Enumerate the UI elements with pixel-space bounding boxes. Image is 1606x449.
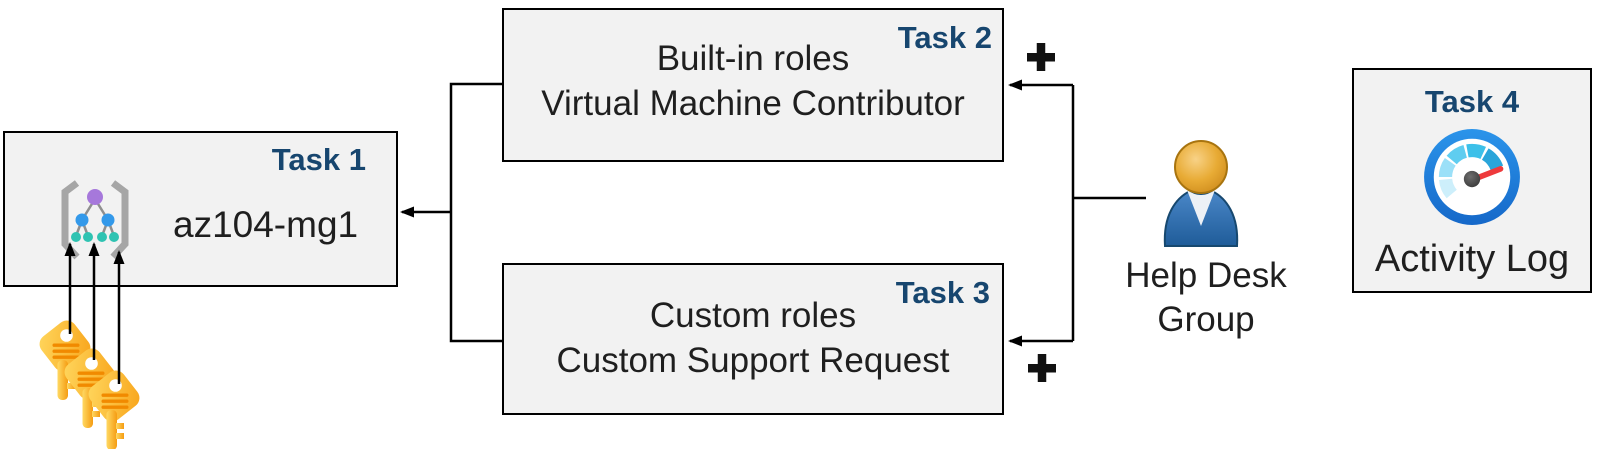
task4-caption: Activity Log	[1374, 238, 1570, 280]
gauge-hub	[1463, 170, 1481, 188]
gauge-arc-segments	[1438, 143, 1504, 199]
keys-icon	[35, 316, 144, 449]
mg-child-node	[101, 213, 115, 227]
mg-leaf-node	[71, 232, 81, 242]
task3-label: Task 3	[895, 275, 990, 310]
plus-icon	[1027, 43, 1055, 71]
task1-label: Task 1	[271, 142, 366, 177]
mg-tree	[71, 189, 119, 242]
task2-label: Task 2	[897, 20, 992, 55]
user-head	[1174, 140, 1228, 194]
help-desk-group	[1151, 136, 1251, 248]
task3-line2: Custom Support Request	[556, 341, 950, 380]
management-group-icon	[61, 180, 129, 260]
mg-leaf-node	[97, 232, 107, 242]
task2-line2: Virtual Machine Contributor	[541, 84, 965, 123]
mg-child-node	[75, 213, 89, 227]
user-body	[1163, 189, 1239, 247]
task2-line1: Built-in roles	[656, 39, 850, 78]
mg-leaf-node	[83, 232, 93, 242]
bracket-left	[61, 180, 80, 260]
task3-box: Task 3 Custom roles Custom Support Reque…	[502, 263, 1004, 415]
help-desk-line2: Group	[1157, 300, 1255, 339]
help-desk-label: Help Desk Group	[1101, 254, 1311, 342]
gauge-icon	[1424, 129, 1520, 225]
task2-box: Task 2 Built-in roles Virtual Machine Co…	[502, 8, 1004, 162]
task3-line1: Custom roles	[649, 296, 857, 335]
mg-root-node	[87, 189, 103, 205]
task4-label: Task 4	[1424, 84, 1520, 119]
plus-icon	[1028, 354, 1056, 382]
help-desk-line1: Help Desk	[1125, 256, 1287, 295]
task4-box: Task 4 Activity Log	[1352, 68, 1592, 293]
bracket-right	[110, 180, 129, 260]
mg-leaf-node	[109, 232, 119, 242]
connector-bracket	[449, 82, 502, 343]
task1-box: Task 1 az104-mg1	[3, 131, 398, 287]
user-shirt	[1187, 190, 1215, 226]
user-icon	[1163, 140, 1239, 247]
management-group-name: az104-mg1	[173, 204, 359, 245]
